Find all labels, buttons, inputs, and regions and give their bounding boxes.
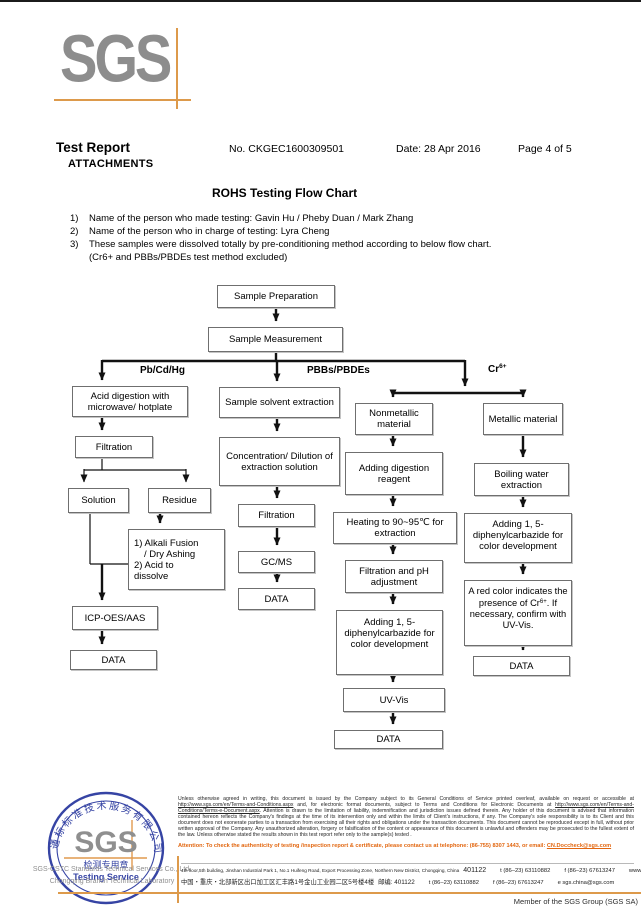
alkali-line-4: dissolve [134,570,169,582]
node-adding-diphenylcarbazide-1: Adding 1, 5-diphenylcarbazide for color … [336,610,443,675]
address-cn: 中国・重庆・北部新区出口加工区汇丰路1号金山工业园二区5号楼4楼 [181,879,375,886]
logo-orange-vertical-line [176,28,178,109]
node-metallic-material: Metallic material [483,403,563,435]
node-acid-digestion: Acid digestion with microwave/ hotplate [72,386,188,417]
node-gc-ms: GC/MS [238,551,315,573]
e-document-terms-link[interactable]: http://www.sgs.com/en/Terms-and-Conditio… [178,801,634,814]
node-data-metal: DATA [473,656,570,676]
legal-text: Unless otherwise agreed in writing, this… [178,796,634,802]
red-color-text-2: . If necessary, confirm with UV-Vis. [469,598,567,630]
note-item-2: 2) Name of the person who in charge of t… [70,225,560,238]
company-branch-line: Chongqing Branch Technical Laboratory [49,878,175,885]
note-text: These samples were dissolved totally by … [89,239,492,250]
fax-cn: f (86–23) 67613247 [492,880,544,886]
footer-orange-vertical-line [177,856,179,903]
node-sample-preparation: Sample Preparation [217,285,335,308]
report-number: No. CKGEC1600309501 [229,143,344,155]
address-row-en: 4th floor,5th building, Jinshan Industri… [181,863,641,874]
report-title: Test Report [56,140,131,155]
cr-base: Cr [488,364,500,375]
attention-text: Attention: To check the authenticity of … [178,843,547,849]
legal-text: and, for electronic format documents, su… [293,801,556,808]
address-en: 4th floor,5th building, Jinshan Industri… [181,868,460,873]
member-of-sgs-group: Member of the SGS Group (SGS SA) [513,897,638,906]
page-indicator: Page 4 of 5 [518,143,572,155]
node-data-left: DATA [70,650,157,670]
cr-superscript: 6+ [499,363,507,370]
node-filtration-ph: Filtration and pH adjustment [345,560,443,593]
node-nonmetallic-material: Nonmetallic material [355,403,433,435]
node-filtration-left: Filtration [75,436,153,458]
stamp-en-label: Testing Service [73,872,139,882]
notes-list: 1) Name of the person who made testing: … [70,212,560,264]
footer-orange-horizontal-line [58,892,641,894]
node-boiling-water-extraction: Boiling water extraction [474,463,569,496]
note-text: Name of the person who made testing: Gav… [89,213,414,224]
branch-label-cr6: Cr6+ [488,363,507,375]
cr-superscript: 6+ [539,599,547,605]
node-adding-digestion-reagent: Adding digestion reagent [345,452,443,495]
logo-orange-underline [54,99,191,101]
node-adding-diphenylcarbazide-2: Adding 1, 5-diphenylcarbazide for color … [464,513,572,563]
node-uv-vis: UV-Vis [343,688,445,712]
address-row-cn: 中国・重庆・北部新区出口加工区汇丰路1号金山工业园二区5号楼4楼 邮编: 401… [181,877,634,886]
node-sample-measurement: Sample Measurement [208,327,343,352]
sgs-logo: SGS [60,22,172,97]
company-name-line: SGS-CSTC Standards Technical Services Co… [32,866,192,873]
note-item-3: 3) These samples were dissolved totally … [70,238,560,251]
postcode-en: 401122 [463,867,487,874]
note-number: 1) [70,213,79,224]
legal-disclaimer: Unless otherwise agreed in writing, this… [178,796,634,839]
node-concentration-dilution: Concentration/ Dilution of extraction so… [219,437,340,486]
email-link[interactable]: e sgs.china@sgs.com [557,880,615,886]
node-icp-oes-aas: ICP-OES/AAS [72,606,158,630]
node-data-mid: DATA [238,588,315,610]
fax-en: f (86–23) 67613247 [564,868,615,874]
stamp-inner-ring [56,800,156,896]
telephone-en: t (86–23) 63110882 [500,868,551,874]
node-alkali-fusion: 1) Alkali Fusion / Dry Ashing 2) Acid to… [128,529,225,590]
stamp-outer-ring [47,791,165,905]
alkali-line-1: 1) Alkali Fusion [134,537,199,549]
node-red-color-indicator: A red color indicates the presence of Cr… [464,580,572,646]
terms-link[interactable]: http://www.sgs.com/en/Terms-and-Conditio… [178,801,294,808]
telephone-cn: t (86–23) 63110882 [428,880,479,886]
flowchart-title: ROHS Testing Flow Chart [212,186,358,200]
branch-label-pb-cd-hg: Pb/Cd/Hg [140,365,185,376]
node-data-nonmetal: DATA [334,730,443,749]
node-residue: Residue [148,488,211,513]
note-text: Name of the person who in charge of test… [89,226,330,237]
note-item-1: 1) Name of the person who made testing: … [70,212,560,225]
stamp-sgs-text: SGS [74,826,137,859]
node-solution: Solution [68,488,129,513]
node-filtration-mid: Filtration [238,504,315,527]
alkali-line-2: / Dry Ashing [144,548,196,560]
note-number: 3) [70,239,79,250]
report-date: Date: 28 Apr 2016 [396,143,481,155]
testing-service-stamp: 通标标准技术服务有限公司 SGS 检测专用章 Testing Service [47,791,165,905]
postcode-cn: 邮编: 401122 [378,879,415,886]
note-number: 2) [70,226,79,237]
node-solvent-extraction: Sample solvent extraction [219,387,340,418]
doccheck-email-link[interactable]: CN.Doccheck@sgs.com [546,843,612,849]
branch-label-pbbs-pbdes: PBBs/PBDEs [307,365,370,376]
attachments-heading: ATTACHMENTS [68,158,154,170]
scan-top-edge [0,0,641,2]
node-heating-extraction: Heating to 90~95℃ for extraction [333,512,457,544]
red-color-text: A red color indicates the presence of Cr [468,586,568,608]
attention-notice: Attention: To check the authenticity of … [178,843,634,850]
legal-text: . Attention is drawn to the limitation o… [178,807,634,838]
website-link[interactable]: www.sgsgroup.com.cn [628,868,641,874]
note-item-3-continued: (Cr6+ and PBBs/PBDEs test method exclude… [89,252,288,263]
alkali-line-3: 2) Acid to [134,559,174,571]
stamp-cn-label: 检测专用章 [83,859,128,870]
